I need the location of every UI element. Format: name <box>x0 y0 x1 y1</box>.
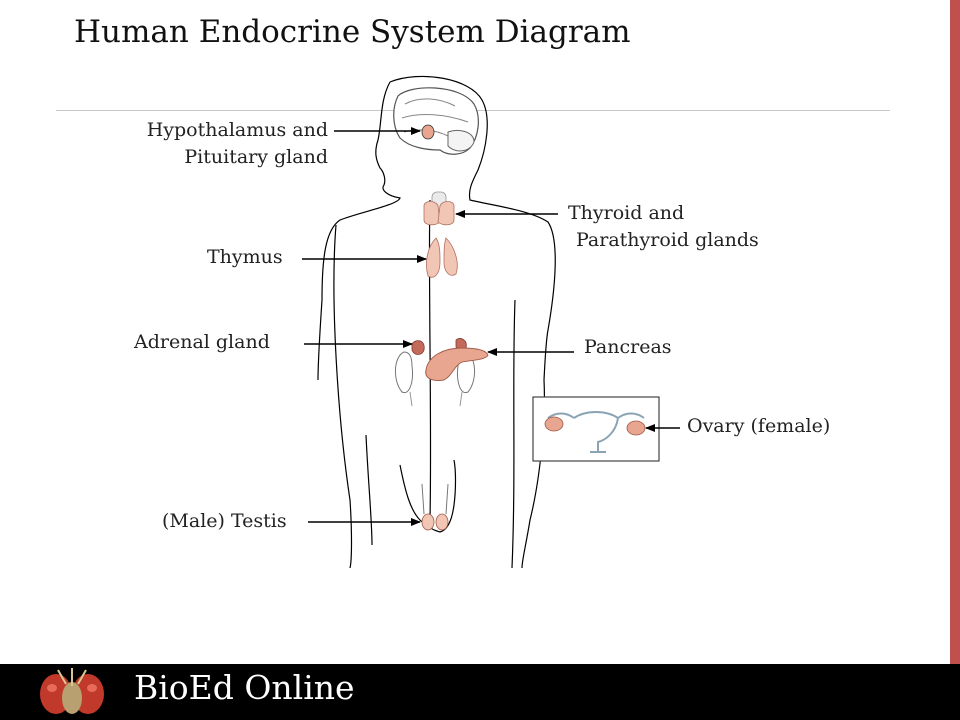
label-thyroid-line2: Parathyroid glands <box>576 229 759 251</box>
label-ovary: Ovary (female) <box>687 415 831 437</box>
label-pancreas: Pancreas <box>584 336 672 358</box>
body-outline <box>317 75 556 569</box>
abdomen-organs-illustration <box>395 338 489 407</box>
fly-head-logo-icon <box>40 668 104 714</box>
label-arrows <box>302 127 680 526</box>
label-hypothalamus-line2: Pituitary gland <box>184 146 328 168</box>
thyroid-illustration <box>423 191 455 226</box>
label-thyroid-line1: Thyroid and <box>568 202 685 224</box>
ovary-inset <box>532 396 660 462</box>
testis-illustration <box>421 483 449 531</box>
page-title: Human Endocrine System Diagram <box>74 14 631 50</box>
label-thymus: Thymus <box>207 246 283 268</box>
label-hypothalamus-line1: Hypothalamus and <box>146 119 328 141</box>
thymus-illustration <box>426 237 458 278</box>
label-testis: (Male) Testis <box>162 510 287 532</box>
brain-illustration <box>393 87 479 155</box>
label-adrenal: Adrenal gland <box>134 331 270 353</box>
label-thyroid: Thyroid and Parathyroid glands <box>568 200 759 254</box>
label-hypothalamus: Hypothalamus and Pituitary gland <box>104 117 328 171</box>
brand-name: BioEd Online <box>134 668 355 707</box>
accent-bar <box>950 0 960 664</box>
footer-bar: BioEd Online <box>0 664 960 720</box>
endocrine-diagram <box>302 75 680 569</box>
